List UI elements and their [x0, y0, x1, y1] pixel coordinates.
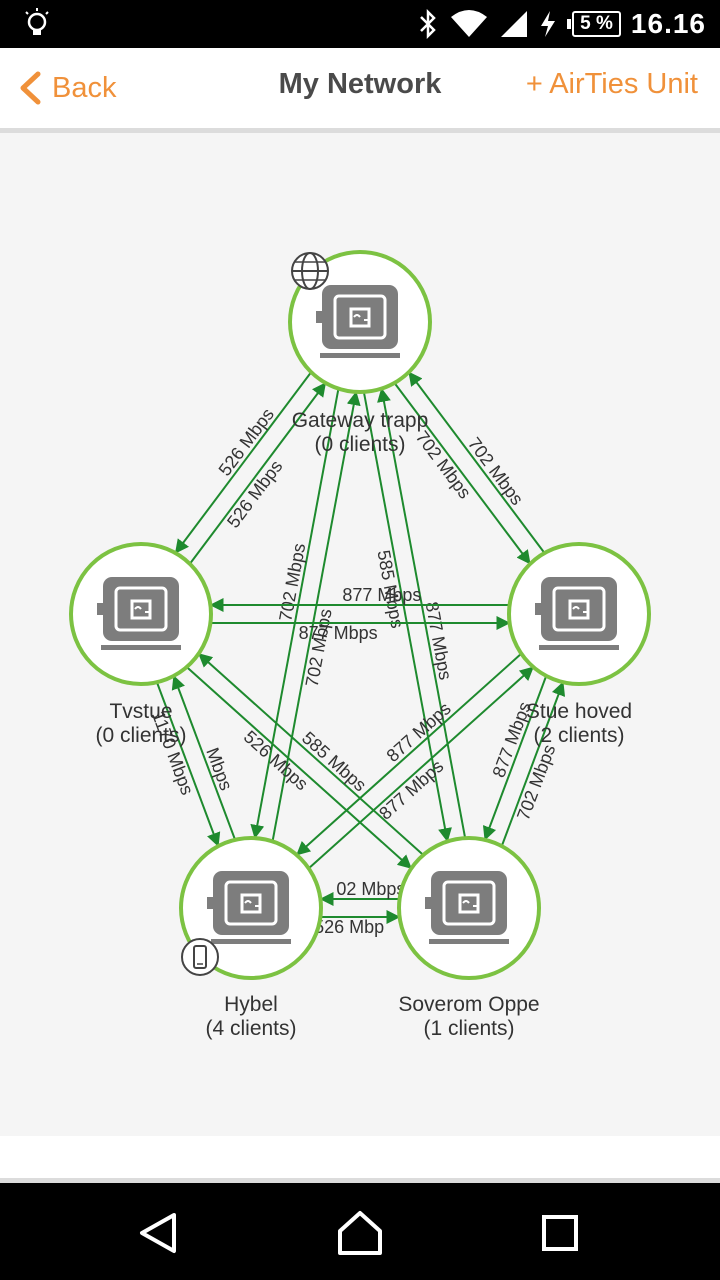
link-gateway-hybel-reverse [271, 391, 361, 842]
link-stue-hybel-reverse [308, 666, 534, 869]
back-label: Back [52, 71, 117, 104]
navigation-bar [0, 1183, 720, 1280]
link-tvstue-soverom-reverse [198, 653, 424, 856]
node-tvstue[interactable]: Tvstue(0 clients) [69, 542, 213, 747]
bluetooth-icon [420, 9, 436, 39]
link-stue-hybel-forward [296, 653, 522, 856]
link-speed-label: 702 Mbps [412, 427, 475, 502]
link-speed-label: 877 Mbps [422, 600, 456, 681]
battery-level: 5 % [580, 13, 613, 34]
link-tvstue-hybel-reverse [171, 675, 236, 840]
link-gateway-stue-reverse [408, 371, 546, 554]
bottom-panel [0, 1136, 720, 1178]
back-button[interactable]: Back [18, 66, 116, 110]
link-speed-label: 702 Mbps [302, 607, 336, 688]
link-speed-label: 877 Mbps [342, 585, 421, 605]
router-icon [205, 869, 293, 946]
link-speed-label: 702 Mbps [513, 742, 559, 823]
node-clients: (0 clients) [314, 433, 405, 456]
bottom-divider [0, 1178, 720, 1183]
link-speed-label: 702 Mbps [275, 542, 309, 623]
add-airties-unit-button[interactable]: + AirTies Unit [525, 68, 698, 100]
link-gateway-tvstue-reverse [189, 382, 327, 565]
status-time: 16.16 [630, 8, 706, 39]
link-gateway-hybel-forward [250, 388, 340, 839]
link-gateway-stue-forward [393, 382, 531, 565]
header-divider [0, 128, 720, 133]
app-header: Back My Network + AirTies Unit [0, 48, 720, 128]
status-bar: 5 % 16.16 [0, 0, 720, 48]
signal-icon [501, 11, 528, 37]
node-name: Gateway trapp [292, 409, 429, 432]
router-icon [533, 575, 621, 652]
node-hybel[interactable]: Hybel(4 clients) [179, 836, 323, 1040]
nav-home-icon[interactable] [330, 1203, 390, 1263]
node-name: Tvstue [109, 700, 172, 723]
link-speed-label: 02 Mbps [336, 879, 405, 899]
node-name: Hybel [224, 993, 278, 1016]
node-clients: (4 clients) [205, 1017, 296, 1040]
node-soverom[interactable]: Soverom Oppe(1 clients) [397, 836, 541, 1040]
link-speed-label: 585 Mbps [298, 728, 370, 796]
link-gateway-soverom-forward [362, 392, 452, 843]
link-speed-label: 526 Mbps [240, 727, 312, 795]
node-stue[interactable]: Stue hoved(2 clients) [507, 542, 651, 747]
nav-recents-icon[interactable] [530, 1203, 590, 1263]
node-name: Stue hoved [526, 700, 632, 723]
nav-back-icon[interactable] [128, 1203, 188, 1263]
link-stue-soverom-reverse [501, 681, 566, 846]
router-icon [423, 869, 511, 946]
link-tvstue-soverom-forward [186, 666, 412, 869]
link-speed-label: Mbps [202, 745, 236, 793]
link-speed-label: 702 Mbps [464, 434, 527, 509]
link-speed-label: 526 Mbp [314, 917, 384, 937]
globe-icon [291, 252, 329, 290]
node-gateway[interactable]: Gateway trapp(0 clients) [288, 250, 432, 456]
lightbulb-icon [25, 8, 49, 35]
link-speed-label: 877 Mbps [383, 698, 455, 766]
battery-icon: 5 % [567, 11, 621, 37]
wifi-icon [451, 10, 488, 37]
phone-icon [181, 938, 219, 976]
link-speed-label: 877 Mbps [299, 623, 378, 643]
router-icon [314, 283, 402, 360]
chevron-left-icon [20, 71, 41, 105]
node-clients: (0 clients) [95, 724, 186, 747]
node-clients: (1 clients) [423, 1017, 514, 1040]
link-speed-label: 877 Mbps [375, 756, 447, 824]
node-name: Soverom Oppe [398, 993, 539, 1016]
link-stue-soverom-forward [482, 676, 547, 841]
link-gateway-soverom-reverse [377, 387, 467, 838]
link-gateway-tvstue-forward [174, 372, 312, 554]
router-icon [95, 575, 183, 652]
charging-icon [541, 11, 556, 37]
link-tvstue-hybel-forward [156, 682, 221, 847]
node-clients: (2 clients) [533, 724, 624, 747]
